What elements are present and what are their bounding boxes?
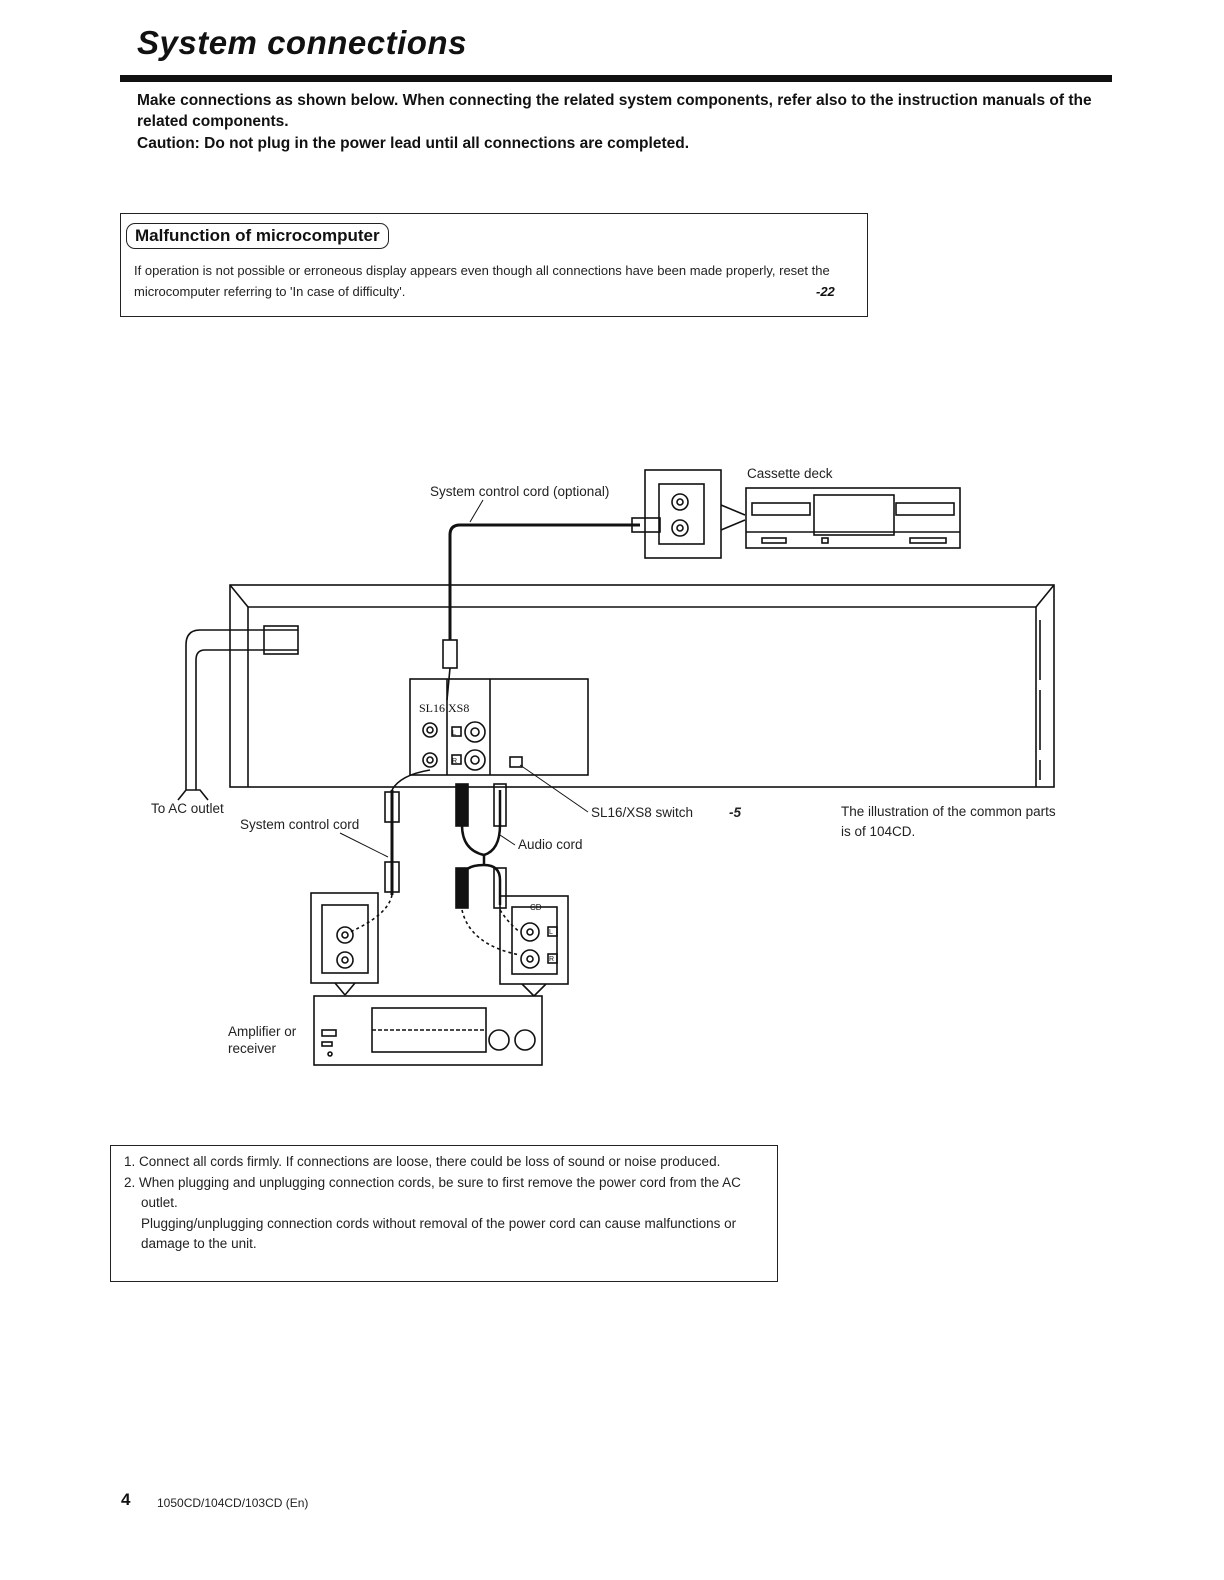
cd-jack-r-label: R bbox=[549, 956, 554, 963]
cassette-deck bbox=[745, 487, 961, 549]
amplifier bbox=[313, 995, 543, 1066]
malfunction-page-ref: -22 bbox=[816, 284, 835, 299]
audio-cord bbox=[455, 783, 521, 956]
footer-model: 1050CD/104CD/103CD (En) bbox=[157, 1496, 309, 1510]
intro-instructions: Make connections as shown below. When co… bbox=[137, 92, 1092, 130]
system-control-cord-label: System control cord bbox=[240, 817, 360, 832]
page-number: 4 bbox=[121, 1490, 131, 1509]
malfunction-box bbox=[120, 213, 868, 317]
caution-text: Caution: Do not plug in the power lead u… bbox=[137, 135, 690, 152]
sl16-xs8-switch-label: SL16/XS8 switch bbox=[591, 805, 694, 820]
note-continuation: Plugging/unplugging connection cords wit… bbox=[141, 1215, 737, 1252]
rear-jack-panel bbox=[409, 678, 589, 776]
cd-player-rear-panel bbox=[229, 584, 1055, 788]
system-control-cord-optional bbox=[442, 499, 661, 701]
switch-pointer-line bbox=[519, 764, 589, 813]
switch-page-ref: -5 bbox=[729, 805, 742, 820]
note-item: 1. Connect all cords firmly. If connecti… bbox=[124, 1154, 721, 1169]
malfunction-text: If operation is not possible or erroneou… bbox=[134, 263, 830, 299]
audio-cord-label: Audio cord bbox=[518, 837, 583, 852]
note-item: 2. When plugging and unplugging connecti… bbox=[124, 1174, 741, 1211]
system-control-cord-optional-label: System control cord (optional) bbox=[430, 484, 610, 499]
jack-l-label: L bbox=[452, 730, 456, 737]
page-title: System connections bbox=[137, 24, 467, 61]
ac-outlet-label: To AC outlet bbox=[151, 801, 224, 816]
cd-jack-l-label: L bbox=[549, 929, 553, 936]
cassette-deck-label: Cassette deck bbox=[747, 466, 833, 481]
jack-r-label: R bbox=[452, 758, 457, 765]
cd-input-label: CD bbox=[530, 903, 542, 912]
amplifier-label: Amplifier or receiver bbox=[228, 1024, 297, 1056]
notes-box bbox=[110, 1145, 778, 1282]
cassette-jack-inset bbox=[644, 469, 746, 559]
amplifier-jack-inset bbox=[310, 892, 379, 996]
malfunction-title: Malfunction of microcomputer bbox=[126, 223, 389, 249]
power-cord bbox=[177, 625, 299, 801]
title-rule bbox=[120, 75, 1112, 82]
illustration-note: The illustration of the common parts is … bbox=[841, 804, 1056, 839]
panel-model-text: SL16 XS8 bbox=[419, 701, 469, 715]
amplifier-cd-jack-inset bbox=[499, 895, 569, 997]
system-control-cord bbox=[339, 769, 431, 933]
notes-list: 1. Connect all cords firmly. If connecti… bbox=[124, 1152, 770, 1255]
intro-text: Make connections as shown below. When co… bbox=[137, 90, 1117, 154]
